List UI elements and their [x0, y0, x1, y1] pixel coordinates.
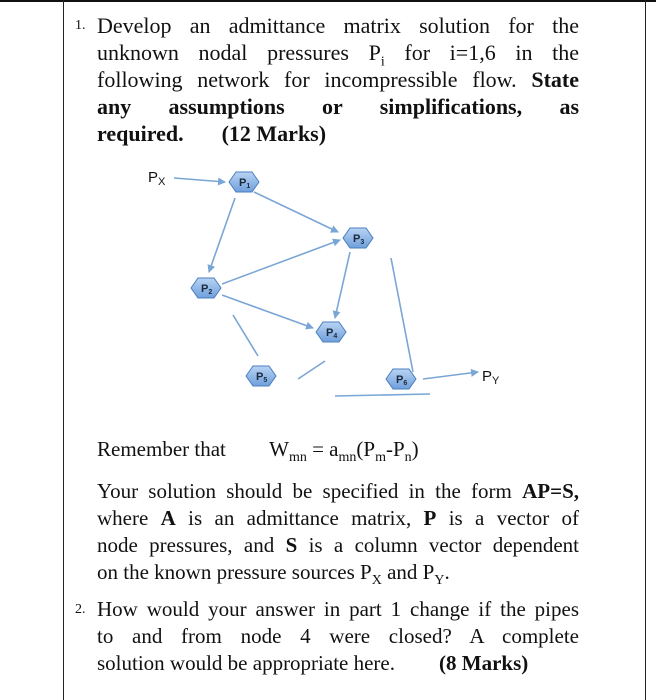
solution-line-3: node pressures, and S is a column vector… [97, 533, 580, 557]
edge-p1-p3 [253, 191, 339, 233]
node-p2: P2 [190, 277, 222, 299]
pipe-network-diagram: PX PY P1 P2 P3 P4 P5 P6 [148, 169, 500, 397]
edge-p1-p2 [207, 197, 236, 273]
question-2-number: 2. [75, 602, 86, 617]
node-p4: P4 [315, 321, 347, 343]
sink-py-label: PY [482, 368, 500, 387]
node-p1: P1 [228, 171, 260, 193]
page-right-border [645, 0, 646, 700]
question-2-line-2: to and from node 4 were closed? A comple… [97, 624, 579, 648]
formula-equation: Wmn = amn(Pm-Pn) [269, 437, 419, 466]
page-left-border [63, 0, 64, 700]
question-2-line-3: solution would be appropriate here.(8 Ma… [97, 651, 529, 675]
edge-p3-p4 [332, 251, 351, 319]
edge-p2-p3 [221, 238, 341, 285]
formula-intro: Remember that [97, 437, 226, 461]
source-px-label: PX [148, 169, 166, 188]
svg-text:P4: P4 [326, 327, 337, 340]
solution-line-4: on the known pressure sources PX and PY. [97, 560, 450, 589]
question-1-line-2: unknown nodal pressures Pi for i=1,6 in … [97, 40, 579, 70]
solution-line-2: where A is an admittance matrix, P is a … [97, 506, 580, 530]
node-p6: P6 [385, 368, 417, 390]
edge-p2-p4 [221, 294, 314, 330]
question-1-line-5: required.(12 Marks) [97, 121, 327, 146]
question-1-line-1: Develop an admittance matrix solution fo… [97, 13, 579, 38]
svg-text:P2: P2 [201, 283, 212, 296]
edge-p2-p5 [232, 314, 259, 357]
edge-p4-p5 [297, 360, 326, 380]
edge-px-p1 [173, 177, 226, 186]
question-1-line-4: any assumptions or simplifications, as [97, 94, 579, 119]
node-p5: P5 [245, 365, 277, 387]
page-top-border [0, 0, 656, 2]
solution-line-1: Your solution should be specified in the… [97, 479, 580, 503]
svg-text:P3: P3 [353, 233, 364, 246]
node-p3: P3 [342, 227, 374, 249]
svg-text:P6: P6 [396, 374, 407, 387]
edge-p6-py [422, 368, 479, 380]
network-edges [173, 177, 479, 397]
svg-text:P5: P5 [256, 371, 267, 384]
edge-p5-p6 [334, 393, 431, 397]
edge-p3-p6 [390, 257, 414, 373]
svg-text:P1: P1 [239, 177, 250, 190]
question-2-line-1: How would your answer in part 1 change i… [97, 597, 579, 621]
question-1-number: 1. [75, 18, 86, 33]
question-1-line-3: following network for incompressible flo… [97, 67, 580, 92]
admittance-formula: Remember that Wmn = amn(Pm-Pn) [97, 437, 419, 466]
